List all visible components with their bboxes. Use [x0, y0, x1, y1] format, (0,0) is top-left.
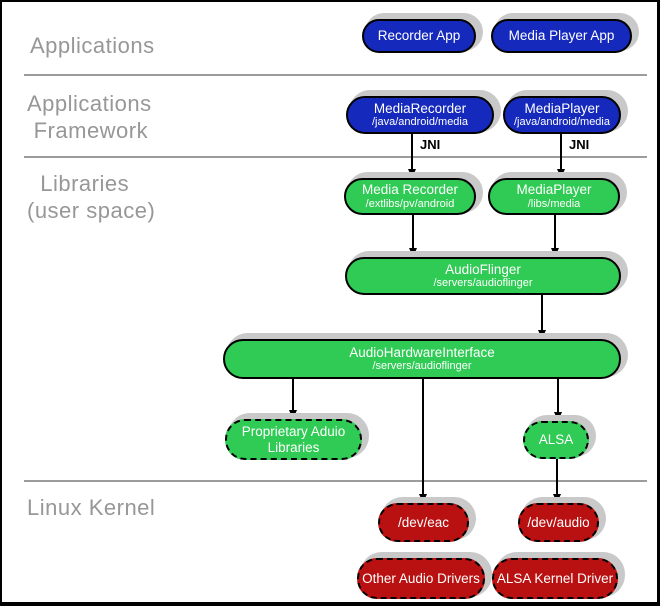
node-mediarecorder-framework-path: /java/android/media [371, 116, 468, 129]
node-recorder-app-label: Recorder App [377, 28, 461, 44]
node-alsa-label: ALSA [538, 432, 574, 448]
divider-framework-libraries [24, 156, 647, 158]
node-alsa-kernel-driver: ALSA Kernel Driver [492, 558, 618, 599]
arrow-ahi-to-proprietary [289, 379, 297, 419]
node-mediaplayer-lib-path: /libs/media [527, 197, 581, 210]
node-mediaplayer-framework-path: /java/android/media [513, 116, 610, 129]
node-media-recorder-lib-path: /extlibs/pv/android [365, 197, 455, 210]
arrow-mediaplayer-jni-down [557, 133, 565, 178]
section-label-libraries-line1: Libraries [27, 171, 130, 196]
node-audioflinger-title: AudioFlinger [445, 261, 521, 277]
node-audioflinger-path: /servers/audioflinger [433, 277, 533, 290]
section-label-applications: Applications [30, 33, 155, 58]
node-media-recorder-lib: Media Recorder /extlibs/pv/android [344, 178, 476, 215]
jni-label-left: JNI [420, 137, 441, 152]
node-dev-eac-label: /dev/eac [397, 514, 450, 530]
node-dev-audio-label: /dev/audio [527, 514, 590, 530]
node-proprietary-audio-libraries: Proprietary Aduio Libraries [225, 419, 362, 460]
section-label-linux-kernel: Linux Kernel [27, 495, 156, 520]
node-audiohardwareinterface-path: /servers/audioflinger [372, 360, 472, 373]
node-mediaplayer-framework: MediaPlayer /java/android/media [503, 96, 621, 134]
node-alsa: ALSA [523, 421, 589, 459]
node-recorder-app: Recorder App [362, 19, 476, 53]
arrow-mediaplayer-lib-to-audioflinger [551, 215, 559, 257]
arrow-mediarecorder-lib-to-audioflinger [409, 215, 417, 257]
divider-applications-framework [24, 74, 647, 76]
section-label-framework-line1: Applications [27, 91, 152, 116]
node-media-recorder-lib-title: Media Recorder [361, 182, 459, 198]
section-label-libraries: Libraries(user space) [27, 170, 155, 224]
arrow-audioflinger-to-ahi [538, 295, 546, 339]
node-mediarecorder-framework: MediaRecorder /java/android/media [346, 96, 494, 134]
node-mediaplayer-lib-title: MediaPlayer [516, 182, 592, 198]
node-dev-eac: /dev/eac [378, 503, 469, 542]
arrow-ahi-to-dev-eac [419, 379, 427, 503]
node-alsa-kernel-driver-label: ALSA Kernel Driver [496, 570, 614, 586]
section-label-framework: Applications Framework [27, 90, 152, 144]
node-audiohardwareinterface-title: AudioHardwareInterface [349, 344, 495, 360]
section-label-libraries-line2: (user space) [27, 198, 156, 223]
node-other-audio-drivers: Other Audio Drivers [357, 558, 485, 599]
node-media-player-app: Media Player App [491, 19, 632, 53]
section-label-framework-line2: Framework [27, 118, 149, 143]
node-mediaplayer-lib: MediaPlayer /libs/media [488, 178, 620, 215]
jni-label-right: JNI [569, 137, 590, 152]
arrow-ahi-to-alsa [554, 379, 562, 421]
divider-libraries-kernel [24, 480, 647, 482]
node-mediarecorder-framework-title: MediaRecorder [373, 100, 467, 116]
node-proprietary-audio-libraries-label: Proprietary Aduio Libraries [241, 423, 346, 455]
arrow-alsa-to-dev-audio [553, 459, 561, 503]
node-other-audio-drivers-label: Other Audio Drivers [362, 570, 480, 586]
arrow-mediarecorder-jni-down [408, 133, 416, 178]
node-media-player-app-label: Media Player App [508, 28, 615, 44]
node-audiohardwareinterface: AudioHardwareInterface /servers/audiofli… [223, 339, 621, 379]
node-mediaplayer-framework-title: MediaPlayer [524, 100, 600, 116]
node-dev-audio: /dev/audio [518, 503, 599, 542]
node-audioflinger: AudioFlinger /servers/audioflinger [345, 257, 621, 295]
